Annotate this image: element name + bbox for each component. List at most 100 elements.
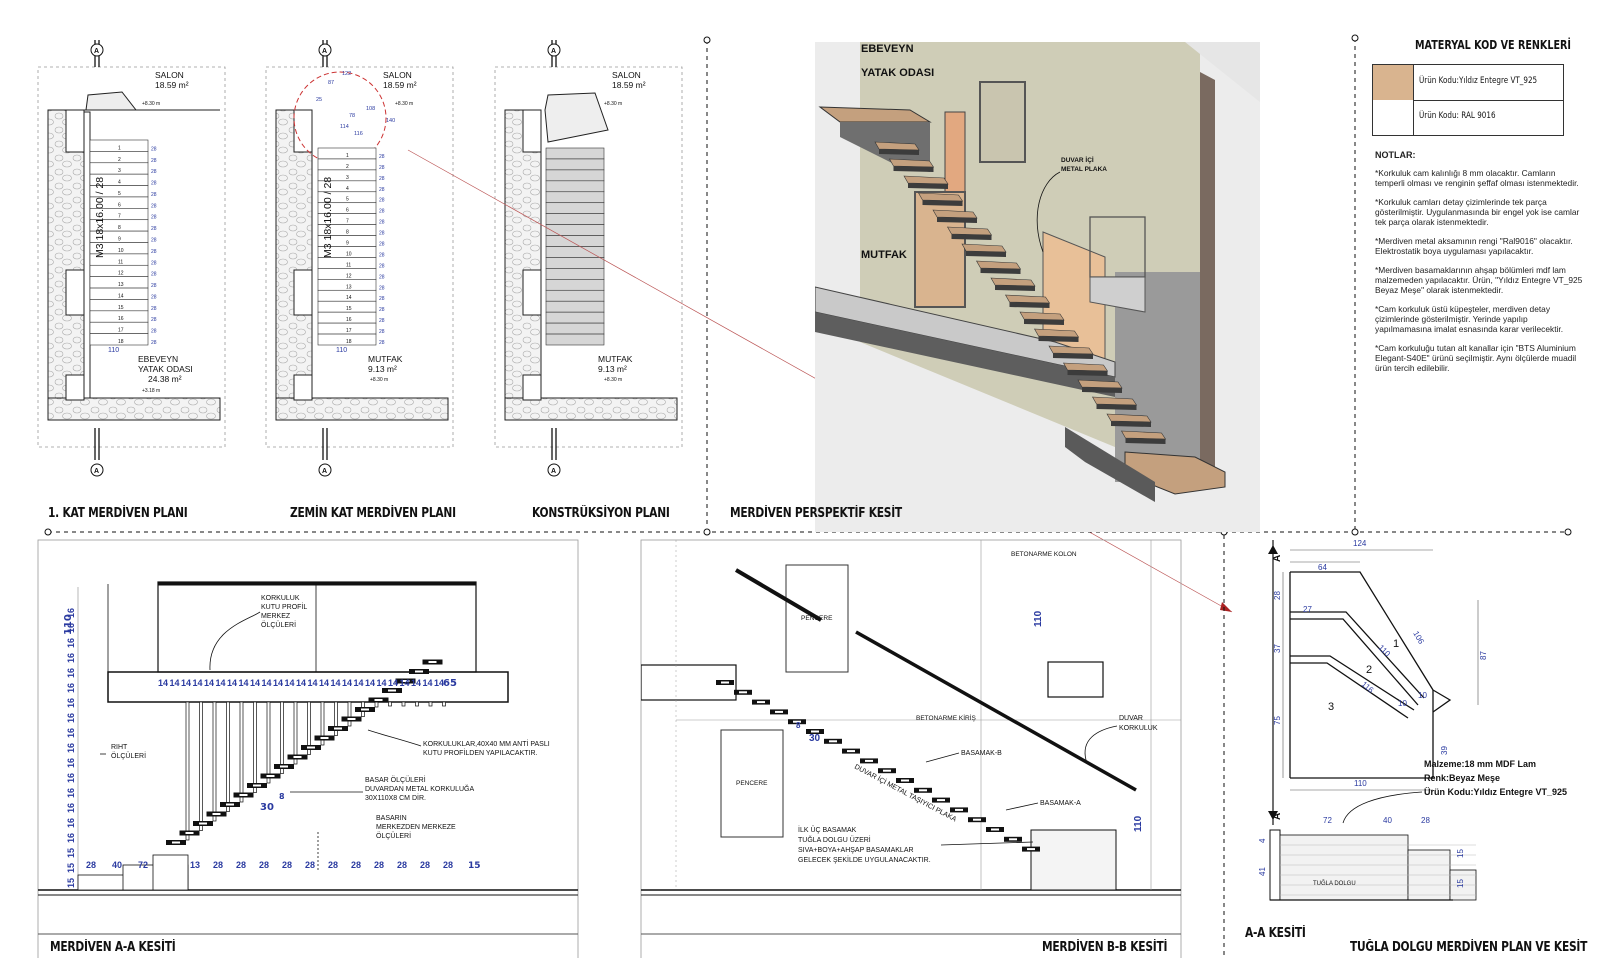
plan3-mutfak-area: 9.13 m² [598,364,627,374]
section-marker-icon [90,463,104,477]
aa-center-label: ÖLÇÜLERİ [376,831,411,840]
tread-dim: 28 [379,329,385,335]
notes-panel: NOTLAR: *Korkuluk cam kalınlığı 8 mm ola… [1375,150,1585,382]
det-brick-label: TUĞLA DOLGU [1313,880,1356,887]
tread-number: 11 [118,259,123,265]
det-step-1: 1 [1393,638,1399,650]
aa-tread-mark [347,718,356,720]
det-brick-28: 28 [1421,816,1430,825]
det-step-2: 2 [1366,664,1372,676]
aa-riser-dim: 16 [66,758,76,768]
aa-tread-mark [320,737,329,739]
aa-riser-dim: 15 [66,863,76,873]
plan2-mutfak: MUTFAK [368,354,403,364]
aa-bottom-dim: 28 [213,860,223,870]
plan2-mutfak-area: 9.13 m² [368,364,397,374]
title-section-bb: MERDİVEN B-B KESİTİ [1042,940,1168,955]
bb-basamak-b: BASAMAK-B [961,750,1002,757]
aa-bottom-dim: 28 [259,860,269,870]
aa-tread-mark [293,756,302,758]
bb-dim-8: 8 [796,721,801,730]
tread-dim: 28 [379,307,385,313]
note-item: *Cam korkuluk üstü küpeşteler, merdiven … [1375,304,1564,334]
tread-dim: 28 [151,294,157,300]
aa-bottom-dim: 28 [351,860,361,870]
tread-dim: 28 [379,165,385,171]
aa-riser-dim: 16 [66,818,76,828]
tread-number: 17 [118,328,124,334]
aa-top-dim: 14 [365,678,375,688]
baluster [212,701,217,822]
aa-bottom-dim: 28 [397,860,407,870]
bb-pencere-1: PENCERE [801,615,833,622]
det-dim-110b: 110 [1354,779,1367,788]
tread-number: 11 [346,262,351,268]
tread-number: 9 [346,241,349,247]
tread-dim: 28 [379,231,385,237]
aa-tread-label: BASAR ÖLÇÜLERİ [365,775,426,784]
legend-row: Ürün Kodu: RAL 9016 [1373,100,1563,135]
aa-bottom-end: 15 [468,861,481,871]
tread-dim: 28 [379,274,385,280]
persp-yatak: YATAK ODASI [861,67,934,79]
tread-dim: 28 [379,285,385,291]
tread-number: 7 [346,219,349,225]
baluster [266,701,271,784]
perspective-section: EBEVEYN YATAK ODASI MUTFAK DUVAR İÇİ MET… [815,42,1260,532]
bb-tread-mark [721,681,729,684]
plan1-ebeveyn: EBEVEYN [138,354,178,364]
persp-plate-2: METAL PLAKA [1061,166,1107,173]
bb-tread-mark [775,710,783,713]
det-dim-39: 39 [1440,746,1449,755]
aa-tread-mark [266,775,275,777]
tread-number: 5 [346,197,349,203]
plan3-salon-area: 18.59 m² [612,80,646,90]
tread-number: 2 [118,157,121,163]
plan2-dim-110: 110 [336,347,347,354]
title-plan1: 1. KAT MERDİVEN PLANI [48,506,188,521]
section-marker-icon [318,43,332,57]
aa-top-dim: 14 [262,678,272,688]
aa-tread-mark [428,661,437,663]
tread-number: 3 [118,168,121,174]
aa-dim-8: 8 [279,792,285,801]
plan1-dim-110: 110 [108,347,119,354]
det-dim-124: 124 [1353,540,1367,548]
aa-tread-mark [307,746,315,749]
aa-riser-dim: 16 [66,713,76,723]
aa-baluster-label: KUTU PROFİLDEN YAPILACAKTIR. [423,748,538,757]
bb-dim-30: 30 [809,733,821,744]
section-marker-icon [90,43,104,57]
bb-tread-mark [793,720,801,723]
perspective-tread-edge [980,268,1021,274]
tread-number: 16 [346,317,352,323]
plan1-ebeveyn-area: 24.38 m² [148,374,182,384]
plan3-level-upper: +8.30 m [604,101,622,107]
bb-tread-mark [811,730,819,733]
tread-number: 5 [118,191,121,197]
perspective-tread-edge [922,200,963,206]
aa-bottom-dim: 28 [374,860,384,870]
aa-riser-dim: 15 [66,878,76,888]
legend-swatch [1373,100,1414,135]
bb-tread-mark [883,769,891,772]
plan2-level-upper: +8.30 m [395,101,413,107]
winder-dim: 108 [366,106,375,112]
aa-tread-mark [185,832,194,834]
tread-number: 4 [346,186,349,192]
aa-railing-label: KORKULUK [261,595,300,602]
aa-dim-30: 30 [260,802,274,813]
tread-number: 15 [118,305,124,311]
plan3-mutfak: MUTFAK [598,354,633,364]
winder-dim: 122 [342,71,351,77]
aa-center-label: BASARIN [376,815,407,822]
aa-bottom-dim: 28 [443,860,453,870]
section-marker-icon [318,463,332,477]
tread-number: 18 [118,339,124,345]
aa-top-dim: 14 [227,678,237,688]
tread-dim: 28 [151,306,157,312]
aa-tread-mark [212,813,221,815]
winder-dim: 140 [386,118,395,124]
aa-bottom-dim: 28 [305,860,315,870]
